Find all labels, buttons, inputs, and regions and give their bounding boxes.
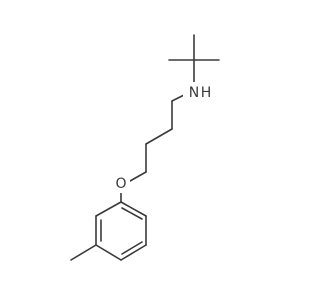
molecule-diagram: N H O bbox=[70, 34, 220, 261]
label-mask-oxygen bbox=[112, 175, 130, 193]
bond-chain-c2-c3 bbox=[145, 128, 173, 145]
ring-bond-a-b bbox=[120, 201, 147, 217]
bond-ring-methyl bbox=[70, 244, 97, 261]
bond-nitrogen-chain-c1 bbox=[171, 94, 185, 102]
ring-double-bond-c-d bbox=[121, 241, 143, 255]
ring-double-bond-a-b bbox=[121, 207, 143, 220]
bond-chain-c4-oxygen bbox=[129, 171, 147, 182]
oxygen-label: O bbox=[115, 176, 126, 192]
nitrogen-label: N bbox=[189, 85, 199, 101]
label-mask-nitrogen bbox=[183, 82, 205, 100]
hydrogen-label: H bbox=[201, 85, 212, 101]
ring-bond-d-e bbox=[95, 244, 122, 261]
ring-bond-f-a bbox=[95, 201, 122, 217]
ring-bond-c-d bbox=[120, 244, 147, 261]
